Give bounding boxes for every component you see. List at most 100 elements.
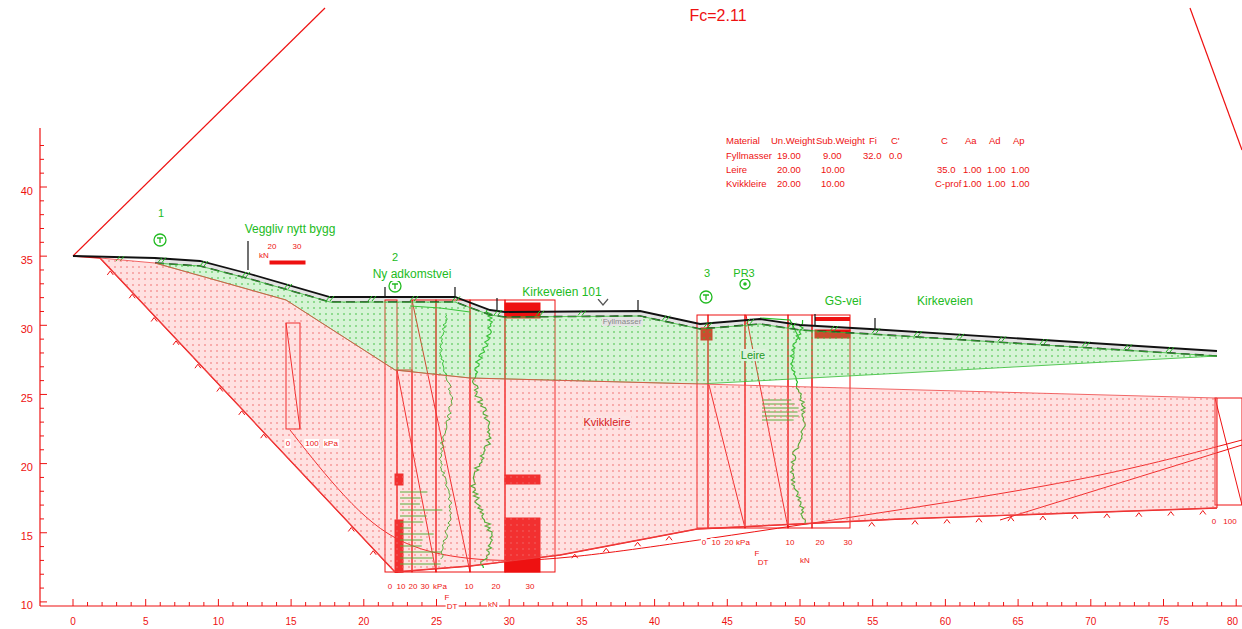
tick — [1134, 602, 1135, 606]
label: Sub.Weight — [815, 135, 866, 146]
label: Fc=2.11 — [688, 7, 747, 24]
tick — [40, 145, 44, 146]
label-wrap: C' — [890, 131, 901, 147]
label: 100 — [1222, 517, 1237, 526]
label-wrap: Veggliv nytt bygg — [244, 220, 337, 236]
label: 35.0 — [936, 164, 957, 175]
tick — [40, 518, 44, 519]
label-wrap: 20.00 — [776, 160, 802, 176]
label-wrap: 30 — [503, 612, 516, 628]
tick — [40, 601, 47, 602]
hatch — [158, 257, 166, 262]
label-wrap: 55 — [866, 612, 879, 628]
tick — [334, 602, 335, 606]
tick — [291, 599, 292, 606]
tick — [40, 491, 44, 492]
tick — [640, 602, 641, 606]
label: C — [940, 135, 949, 146]
tick — [610, 602, 611, 606]
label: Leire — [725, 164, 748, 175]
tick — [218, 599, 219, 606]
tick — [40, 352, 44, 353]
label-wrap: 1.00 — [962, 174, 983, 190]
label: 40 — [20, 185, 34, 197]
tick — [131, 602, 132, 606]
label: 30 — [525, 582, 536, 591]
label: 40 — [648, 616, 661, 627]
label-wrap: 15 — [20, 527, 34, 543]
tick — [40, 311, 44, 312]
marker — [384, 287, 385, 298]
hatch — [1124, 344, 1132, 349]
hatch — [242, 272, 250, 277]
label-wrap: 0 — [701, 532, 707, 548]
label-wrap: 35 — [20, 251, 34, 267]
label: 80 — [1226, 616, 1239, 627]
label-wrap: 20 — [724, 532, 735, 548]
marker — [572, 554, 578, 558]
label-wrap: Material — [725, 131, 761, 147]
label-wrap: Kirkeveien 101 — [521, 283, 602, 299]
label-wrap: 10 — [711, 532, 722, 548]
tick — [40, 325, 47, 326]
label-wrap: 30 — [525, 576, 536, 592]
tick — [785, 602, 786, 606]
label-wrap: 20 — [408, 576, 419, 592]
tick — [40, 173, 44, 174]
label-wrap: 10 — [212, 612, 225, 628]
tick — [712, 602, 713, 606]
label: 2 — [391, 251, 399, 263]
label-wrap: 19.00 — [776, 146, 802, 162]
tick — [698, 602, 699, 606]
label: 15 — [285, 616, 298, 627]
tick — [770, 602, 771, 606]
label: 1.00 — [986, 164, 1007, 175]
tick — [378, 602, 379, 606]
sounding-symbol — [154, 234, 166, 246]
marker — [976, 518, 982, 522]
tick — [116, 602, 117, 606]
tick — [567, 602, 568, 606]
hatch — [1166, 347, 1174, 352]
tick — [1018, 599, 1019, 606]
tick — [40, 449, 44, 450]
tick — [756, 602, 757, 606]
label-wrap: 20 — [357, 612, 370, 628]
tick — [40, 297, 44, 298]
label-wrap: 35.0 — [936, 160, 957, 176]
sounding-symbol — [157, 238, 163, 243]
hatch — [410, 296, 418, 301]
slip-surface — [73, 8, 1242, 572]
label: 0 — [1211, 517, 1217, 526]
label-wrap: 10 — [464, 576, 475, 592]
label-wrap: 0.0 — [888, 146, 903, 162]
label: Kvikkleire — [725, 178, 768, 189]
label-wrap: 10.00 — [820, 160, 846, 176]
label: C' — [890, 135, 901, 146]
tick — [989, 602, 990, 606]
tick — [814, 602, 815, 606]
label-wrap: 10 — [20, 596, 34, 612]
marker — [912, 520, 918, 524]
label: 20.00 — [776, 178, 802, 189]
label: Kirkeveien 101 — [521, 285, 602, 299]
tick — [523, 602, 524, 606]
label: Ad — [988, 135, 1002, 146]
hatch — [326, 296, 334, 301]
tick — [552, 602, 553, 606]
label: 35 — [20, 254, 34, 266]
tick — [40, 159, 44, 160]
tick — [363, 599, 364, 606]
label: 32.0 — [862, 150, 883, 161]
tick — [858, 602, 859, 606]
label-wrap: Fyllmasser — [725, 146, 773, 162]
label-wrap: kPa — [432, 576, 448, 592]
label-wrap: 30 — [420, 576, 431, 592]
tick — [1236, 599, 1237, 606]
tick — [174, 602, 175, 606]
label-wrap: 15 — [285, 612, 298, 628]
marker — [247, 241, 248, 270]
